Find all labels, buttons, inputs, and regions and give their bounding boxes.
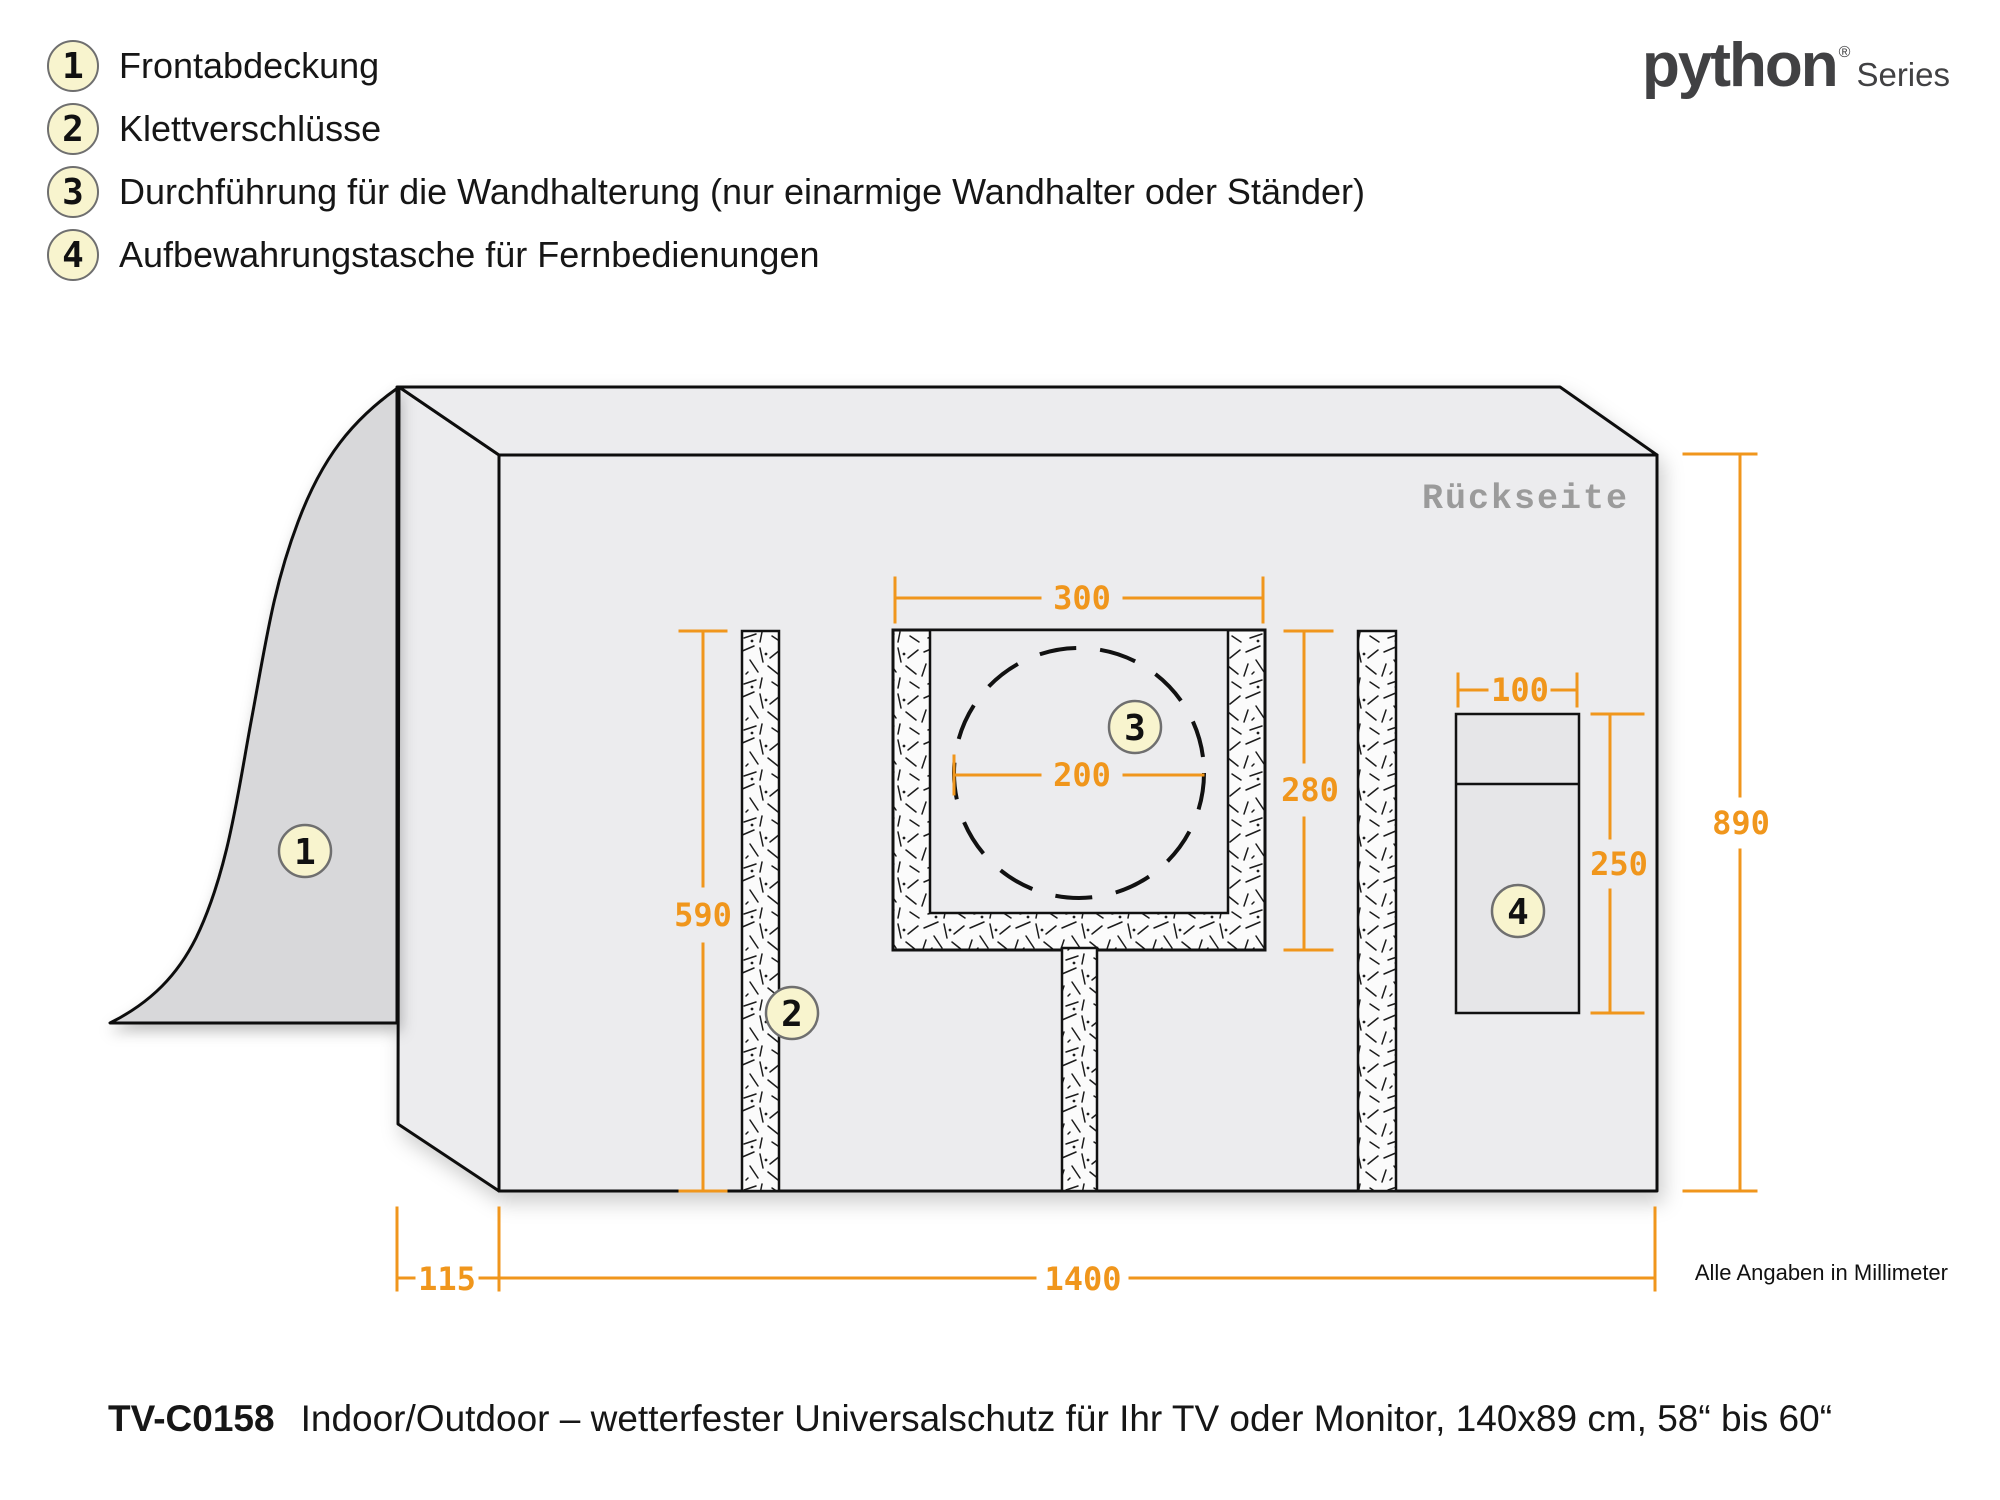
legend-item-front-cover: 1 Frontabdeckung (47, 40, 1365, 92)
units-note: Alle Angaben in Millimeter (1694, 1260, 1948, 1285)
legend-label-4: Aufbewahrungstasche für Fernbedienungen (119, 234, 820, 275)
diagram-badge-wall-mount: 3 (1107, 699, 1163, 755)
legend: 1 Frontabdeckung 2 Klettverschlüsse 3 Du… (47, 40, 1365, 292)
dim-pocket-height (1590, 712, 1645, 1015)
diagram-badge-front-cover: 1 (277, 823, 333, 879)
dim-label-depth: 115 (418, 1260, 476, 1298)
dim-velcro-length (678, 629, 728, 1193)
legend-item-remote-pocket: 4 Aufbewahrungstasche für Fernbedienunge… (47, 229, 1365, 281)
opening-stem-hatch (1060, 946, 1099, 1193)
product-description: Indoor/Outdoor – wetterfester Universals… (300, 1398, 1833, 1439)
legend-label-3: Durchführung für die Wandhalterung (nur … (119, 171, 1366, 212)
product-model: TV-C0158 (108, 1398, 275, 1439)
diagram-badge-pocket: 4 (1490, 883, 1546, 939)
dim-opening-width (893, 576, 1265, 624)
dim-opening-height (1283, 629, 1334, 952)
cover-side-face (396, 385, 501, 1193)
legend-badge-2: 2 (47, 103, 99, 155)
dim-cover-height (1682, 452, 1758, 1193)
legend-badge-1: 1 (47, 40, 99, 92)
legend-item-velcro: 2 Klettverschlüsse (47, 103, 1365, 155)
legend-label-2: Klettverschlüsse (119, 108, 382, 149)
remote-pocket (1454, 712, 1581, 1015)
dim-pocket-width (1456, 672, 1579, 708)
legend-item-wall-mount-opening: 3 Durchführung für die Wandhalterung (nu… (47, 166, 1365, 218)
dim-label-cover-height: 890 (1712, 804, 1770, 842)
svg-text:4: 4 (1507, 892, 1529, 933)
dim-label-mount-circle: 200 (1053, 756, 1111, 794)
cover-top-face (397, 385, 1659, 457)
registered-trademark-icon: ® (1838, 44, 1851, 61)
velcro-strips (740, 629, 1398, 1193)
brand-logo: python ® Series (1642, 30, 1950, 101)
brand-wordmark: python (1642, 31, 1839, 100)
svg-text:3: 3 (1124, 708, 1146, 749)
legend-label-1: Frontabdeckung (119, 45, 380, 86)
dim-depth-and-width (395, 1206, 1657, 1292)
diagram-badge-velcro: 2 (764, 985, 820, 1041)
dim-label-pocket-width: 100 (1491, 671, 1549, 709)
dimension-lines (395, 452, 1758, 1292)
dim-label-velcro-length: 590 (674, 896, 732, 934)
dim-mount-circle (952, 754, 1205, 796)
front-cover-flap (108, 385, 401, 1025)
velcro-strip-left (740, 629, 781, 1193)
pocket-body (1454, 712, 1581, 1015)
velcro-strip-right (1356, 629, 1398, 1193)
dim-label-cover-width: 1400 (1044, 1260, 1121, 1298)
opening-inner-window (928, 628, 1230, 915)
diagram-badges: 1 2 3 4 (277, 699, 1546, 1041)
product-title: TV-C0158 Indoor/Outdoor – wetterfester Un… (108, 1398, 1832, 1440)
legend-badge-3: 3 (47, 166, 99, 218)
svg-text:2: 2 (781, 994, 803, 1035)
dim-label-opening-width: 300 (1053, 579, 1111, 617)
dim-label-pocket-height: 250 (1590, 845, 1648, 883)
brand-series-label: Series (1856, 56, 1950, 93)
legend-badge-4: 4 (47, 229, 99, 281)
svg-text:1: 1 (294, 832, 316, 873)
dim-label-opening-height: 280 (1281, 771, 1339, 809)
back-side-label: Rückseite (1422, 479, 1629, 519)
